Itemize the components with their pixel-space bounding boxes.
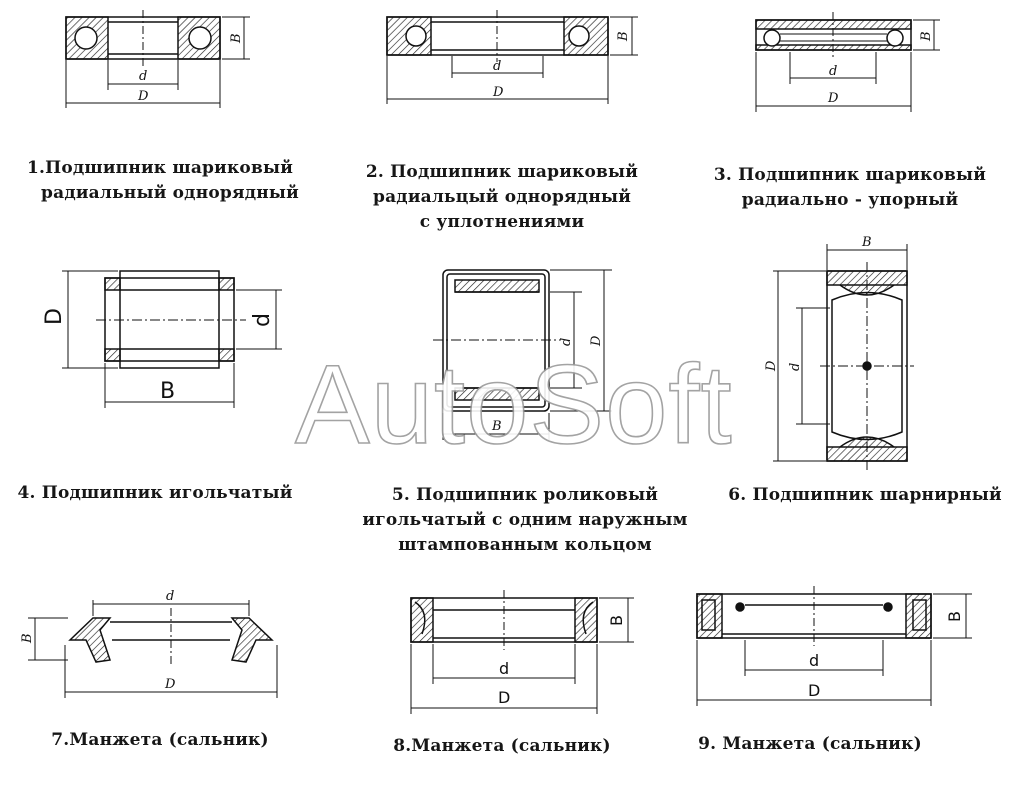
dim-D-fig2: D	[492, 85, 504, 100]
caption-3-line-2: радиально - упорный	[741, 190, 959, 210]
dim-d-fig9: d	[809, 651, 819, 670]
caption-8-line-1: 8.Манжета (сальник)	[393, 736, 611, 756]
dim-d-fig6: d	[788, 363, 803, 371]
caption-2: 2. Подшипник шариковый радиальцый одноря…	[352, 160, 652, 235]
caption-3: 3. Подшипник шариковый радиально - упорн…	[700, 163, 1000, 213]
caption-4: 4. Подшипник игольчатый	[0, 481, 310, 506]
caption-5: 5. Подшипник роликовый игольчатый с одни…	[355, 483, 695, 558]
caption-1-line-2: радиальный однорядный	[41, 183, 299, 203]
dim-D-fig7: D	[164, 677, 176, 692]
caption-2-line-1: 2. Подшипник шариковый	[365, 162, 639, 182]
dim-D-fig8: D	[498, 688, 510, 707]
figure-5-drawn-cup-bearing	[433, 269, 612, 440]
caption-6: 6. Подшипник шарнирный	[715, 483, 1015, 508]
dim-d-fig3: d	[829, 64, 837, 79]
caption-5-line-2: игольчатый с одним наружным	[362, 510, 688, 530]
caption-4-line-1: 4. Подшипник игольчатый	[17, 483, 293, 503]
dim-B-fig8: B	[607, 615, 626, 626]
figure-9-seal	[696, 586, 972, 706]
figure-8-seal	[410, 590, 634, 714]
dim-B-fig5: B	[491, 419, 502, 434]
caption-1: 1.Подшипник шариковый радиальный одноряд…	[10, 156, 310, 206]
caption-1-line-1: 1.Подшипник шариковый	[26, 158, 294, 178]
dim-d-fig8: d	[499, 659, 509, 678]
dim-D-fig3: D	[827, 91, 839, 106]
caption-2-line-3: с уплотнениями	[419, 212, 585, 232]
caption-5-line-3: штампованным кольцом	[398, 535, 652, 555]
dim-d-fig5: d	[559, 338, 574, 346]
caption-7-line-1: 7.Манжета (сальник)	[51, 730, 269, 750]
dim-D-fig6: D	[764, 360, 779, 372]
figure-1-ball-bearing	[65, 10, 250, 108]
caption-9: 9. Манжета (сальник)	[660, 732, 960, 757]
dim-B-fig4: B	[160, 379, 175, 404]
dim-d-fig7: d	[166, 589, 174, 604]
figure-4-needle-bearing	[62, 270, 282, 408]
dim-B-fig3: B	[919, 31, 934, 42]
dim-d-fig2: d	[493, 59, 501, 74]
dim-B-fig9: B	[945, 611, 964, 622]
caption-8: 8.Манжета (сальник)	[352, 734, 652, 759]
caption-9-line-1: 9. Манжета (сальник)	[698, 734, 922, 754]
dim-D-fig1: D	[137, 89, 149, 104]
figure-2-sealed-ball-bearing	[386, 10, 638, 104]
watermark-text: AutoSoft	[294, 341, 733, 468]
dim-D-fig9: D	[808, 681, 820, 700]
dim-B-fig6: B	[861, 235, 872, 250]
caption-5-line-1: 5. Подшипник роликовый	[391, 485, 659, 505]
dim-B-fig7: B	[20, 633, 35, 644]
caption-7: 7.Манжета (сальник)	[10, 728, 310, 753]
dim-d-fig1: d	[139, 69, 147, 84]
dim-D-fig4: D	[42, 308, 67, 325]
dim-B-fig1: B	[229, 33, 244, 44]
figure-3-angular-bearing	[755, 12, 940, 112]
dim-B-fig2: B	[616, 31, 631, 42]
dim-d-fig4: d	[250, 313, 275, 327]
caption-3-line-1: 3. Подшипник шариковый	[713, 165, 987, 185]
caption-2-line-2: радиальцый однорядный	[372, 187, 632, 207]
figure-6-spherical-bearing	[773, 244, 914, 470]
dim-D-fig5: D	[589, 335, 604, 347]
figure-7-seal	[28, 600, 278, 698]
caption-6-line-1: 6. Подшипник шарнирный	[728, 485, 1002, 505]
